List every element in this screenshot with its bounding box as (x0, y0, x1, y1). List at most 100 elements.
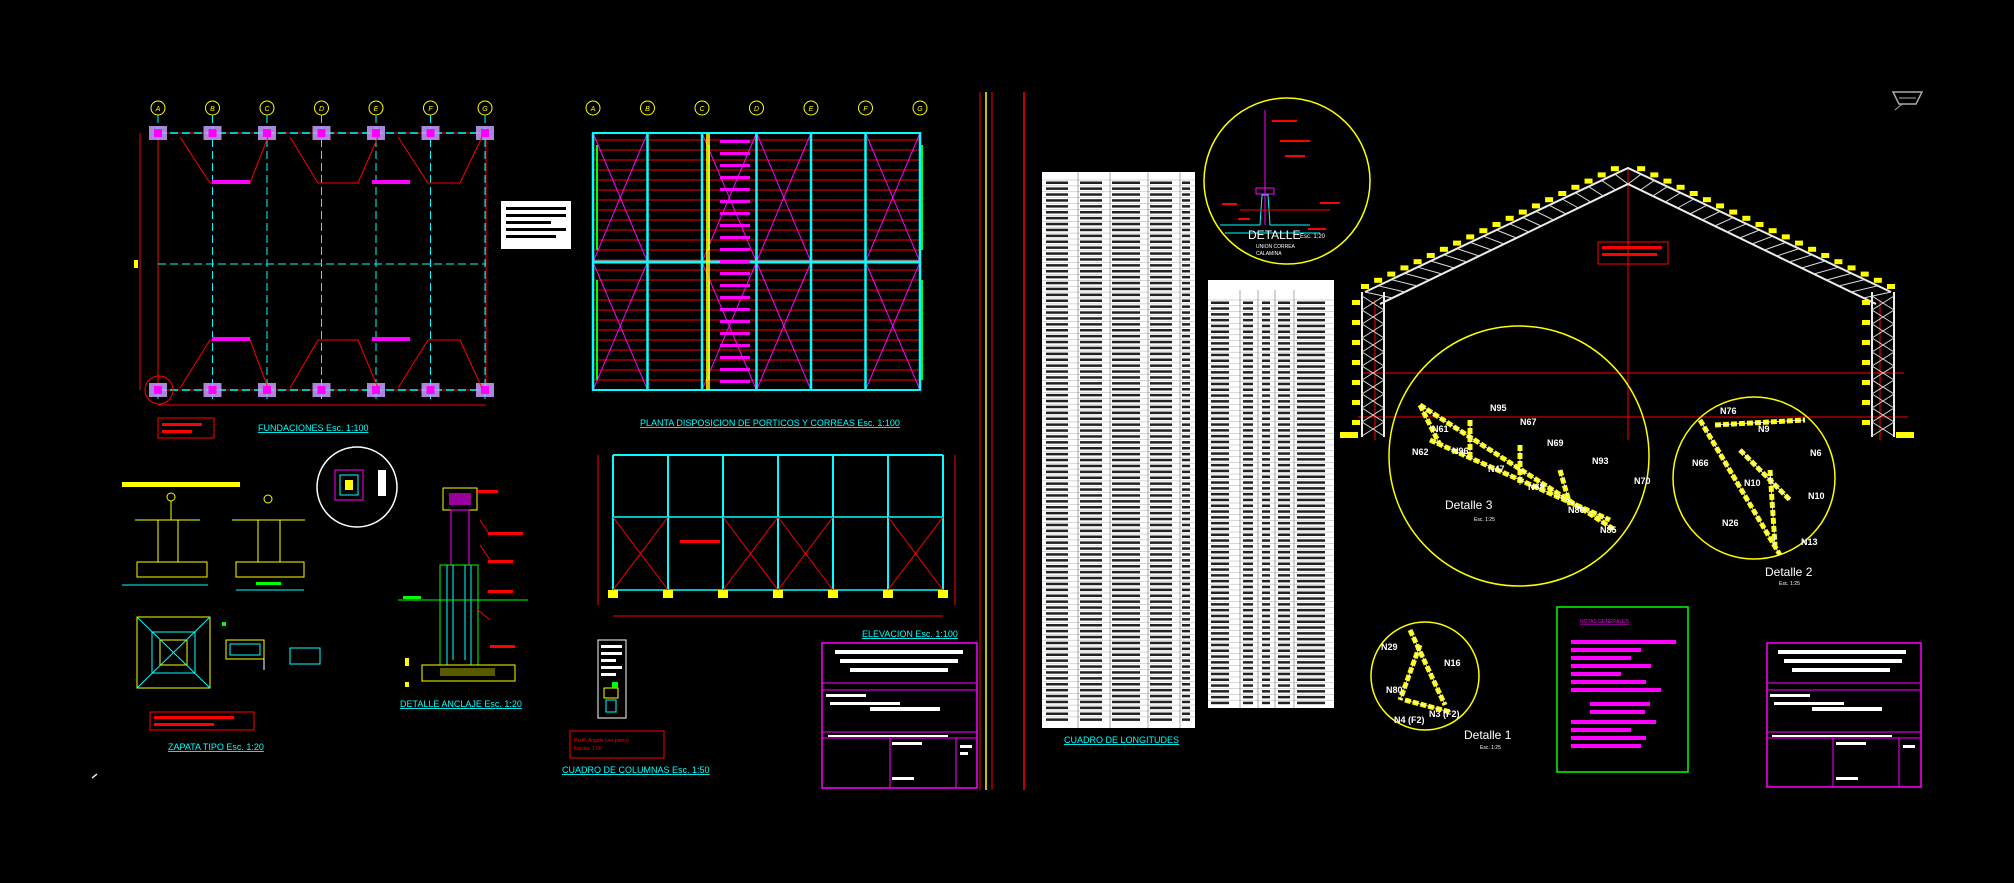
table-cell (1046, 476, 1068, 479)
elev-base (883, 590, 893, 598)
purlin-tag (720, 320, 750, 323)
table-cell (1080, 364, 1102, 367)
table-cell (1080, 299, 1102, 302)
table-cell (1080, 694, 1102, 698)
table-cell (1080, 606, 1102, 609)
table-cell (1150, 411, 1172, 415)
member-axis (1559, 469, 1571, 506)
table-cell (1150, 382, 1172, 385)
table-cell (1243, 666, 1253, 670)
table-cell (1112, 535, 1140, 538)
note-line (1590, 702, 1650, 706)
table-cell (1150, 683, 1172, 686)
table-cell (1243, 562, 1253, 565)
table-cell (1150, 511, 1172, 515)
table-cell (1278, 556, 1290, 560)
table-cell (1297, 307, 1325, 310)
note-line (1590, 710, 1645, 714)
table-cell (1046, 376, 1068, 379)
table-cell (1243, 458, 1253, 461)
tray-icon[interactable] (91, 773, 98, 779)
table-cell (1297, 550, 1325, 554)
table-cell (1150, 665, 1172, 668)
table-cell (1297, 661, 1325, 664)
table-cell (1112, 612, 1140, 615)
table-cell (1182, 264, 1190, 267)
table-cell (1182, 382, 1190, 385)
node-label: N95 (1490, 403, 1507, 413)
table-cell (1112, 706, 1140, 710)
table-cell (1046, 694, 1068, 698)
table-cell (1243, 307, 1253, 310)
girt-block (1352, 420, 1360, 425)
table-cell (1211, 690, 1229, 693)
table-cell (1211, 597, 1229, 600)
table-cell (1150, 547, 1172, 550)
table-cell (1297, 574, 1325, 577)
table-cell (1182, 340, 1190, 344)
grid-label: A (590, 106, 596, 113)
table-cell (1150, 270, 1172, 273)
table-cell (1262, 388, 1270, 391)
table-cell (1150, 452, 1172, 456)
table-cell (1182, 211, 1190, 214)
table-cell (1080, 228, 1102, 232)
column-web (1871, 365, 1895, 381)
table-cell (1278, 568, 1290, 571)
table-cell (1297, 562, 1325, 565)
table-cell (1211, 353, 1229, 357)
table-cell (1046, 382, 1068, 385)
column-web (1361, 379, 1385, 395)
table-cell (1046, 712, 1068, 715)
table-cell (1150, 205, 1172, 208)
table-cell (1046, 211, 1068, 214)
table-cell (1080, 447, 1102, 450)
table-cell (1150, 470, 1172, 474)
table-cell (1080, 211, 1102, 214)
column-base (481, 386, 489, 394)
table-cell (1182, 423, 1190, 426)
table-cell (1182, 299, 1190, 302)
table-cell (1182, 594, 1190, 597)
table-cell (1046, 293, 1068, 297)
table-cell (1046, 612, 1068, 615)
table-cell (1112, 529, 1140, 533)
table-cell (1278, 695, 1290, 699)
table-cell (1262, 550, 1270, 554)
table-cell (1211, 417, 1229, 420)
table-cell (1278, 550, 1290, 554)
table-cell (1262, 510, 1270, 513)
girt-block (1352, 340, 1360, 345)
truss-web (1776, 248, 1800, 257)
table-cell (1046, 535, 1068, 538)
table-cell (1278, 388, 1290, 391)
purlin-block (1781, 234, 1790, 240)
table-cell (1182, 653, 1190, 656)
table-cell (1112, 429, 1140, 432)
table-cell (1182, 659, 1190, 662)
table-cell (1243, 504, 1253, 507)
table-cell (1112, 346, 1140, 350)
purlin-block (1439, 246, 1448, 252)
table-cell (1182, 476, 1190, 479)
table-cell (1046, 199, 1068, 202)
table-cell (1150, 252, 1172, 255)
purlin-detail: DETALLE Esc. 1:20 UNION CORREA CALAMINA (1203, 97, 1371, 265)
table-cell (1243, 539, 1253, 542)
table-cell (1112, 441, 1140, 444)
table-cell (1182, 588, 1190, 592)
table-cell (1278, 440, 1290, 444)
table-cell (1243, 452, 1253, 455)
purlin-block (1873, 277, 1882, 283)
purlin-tag (720, 356, 750, 359)
table-cell (1046, 506, 1068, 509)
table-cell (1182, 305, 1190, 308)
table-cell (1150, 329, 1172, 332)
column-web (1871, 295, 1895, 311)
table-cell (1150, 464, 1172, 468)
compass-icon[interactable] (1891, 91, 1924, 111)
table-cell (1278, 429, 1290, 432)
table-cell (1046, 594, 1068, 597)
